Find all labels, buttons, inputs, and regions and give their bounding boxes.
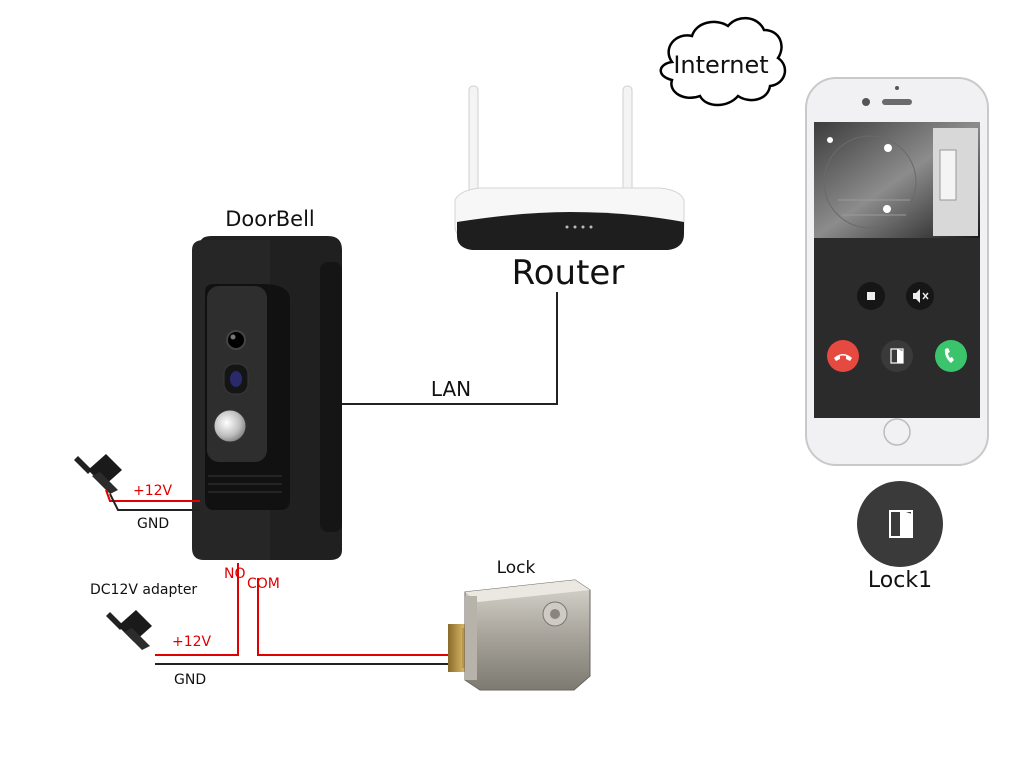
lan-cable (342, 292, 558, 405)
plus12v-top-label: +12V (133, 483, 173, 499)
lock1-button[interactable] (857, 481, 943, 567)
router-device (454, 85, 685, 250)
gnd-top-label: GND (137, 516, 169, 532)
router-label: Router (512, 253, 625, 293)
no-label: NO (224, 566, 246, 582)
mute-icon (913, 289, 929, 303)
doorbell-device (192, 236, 342, 560)
door-icon (889, 510, 913, 538)
com-label: COM (247, 576, 280, 592)
power-adapter-top (74, 454, 122, 494)
stop-icon (867, 292, 875, 300)
electric-lock-device (448, 579, 591, 691)
phone-hangup-icon (834, 354, 852, 361)
doorbell-label: DoorBell (225, 207, 315, 231)
door-icon (890, 348, 904, 364)
open-door-button[interactable] (881, 340, 913, 372)
internet-label: Internet (673, 51, 768, 79)
lock1-label: Lock1 (868, 568, 932, 593)
dc-adapter-label: DC12V adapter (90, 582, 197, 598)
lan-label: LAN (431, 377, 471, 401)
stop-button[interactable] (857, 282, 885, 310)
mute-button[interactable] (906, 282, 934, 310)
phone-accept-icon (944, 348, 954, 363)
hangup-button[interactable] (827, 340, 859, 372)
wire-12v-top (105, 489, 200, 502)
accept-button[interactable] (935, 340, 967, 372)
gnd-bottom-label: GND (174, 672, 206, 688)
plus12v-bottom-label: +12V (172, 634, 212, 650)
wire-no (155, 563, 239, 656)
wire-gnd-top (109, 493, 200, 511)
wire-com (257, 578, 460, 656)
internet-cloud (659, 17, 787, 107)
smartphone (805, 77, 989, 466)
power-adapter-bottom (106, 610, 152, 650)
lock-label: Lock (497, 558, 536, 578)
